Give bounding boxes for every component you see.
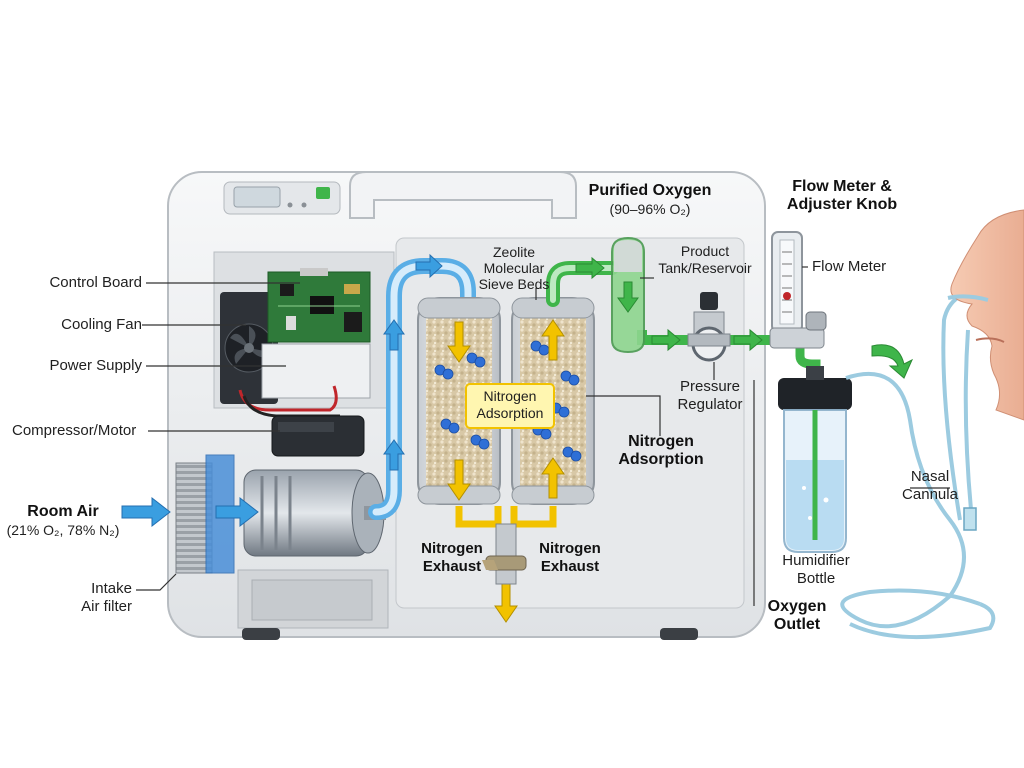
oxygen-flow-arrows [575,256,914,379]
purified-oxygen-title: Purified Oxygen [588,182,712,199]
knob-icon [769,231,827,349]
intake-filter-line1: Intake [91,580,132,597]
label-humidifier-bottle: Humidifier Bottle [770,552,862,588]
callout-lines [136,266,950,591]
gauge-icon [687,292,731,362]
nitrogen-flow-arrows [447,319,565,623]
nitrogen-adsorption-badge [465,383,555,429]
label-room-air: Room Air (21% O₂, 78% N₂) [4,503,122,539]
circuit-board-icon [267,268,371,343]
nose-icon [947,209,1024,421]
nasal-cannula-tubing [840,286,996,640]
air-tubing [368,258,476,520]
power-supply [238,343,371,418]
label-nasal-cannula: Nasal Cannula [892,468,968,504]
label-product-tank: Product Tank/Reservoir [652,243,758,277]
label-power-supply: Power Supply [49,357,142,374]
pressure-regulator-line2: Regulator [677,396,743,413]
label-cooling-fan: Cooling Fan [61,316,142,333]
exhaust-valve [482,523,527,585]
nitrogen-adsorption-right-line1: Nitrogen [628,433,694,450]
room-air-title: Room Air [27,503,99,520]
intake-filter-line2: Air filter [81,598,132,615]
zeolite-line1: Zeolite [492,244,536,260]
room-air-arrows [121,253,443,528]
label-flow-meter-knob: Flow Meter & Adjuster Knob [776,178,908,214]
nasal-cannula-line1: Nasal [910,468,950,485]
label-nitrogen-exhaust-left: Nitrogen Exhaust [412,540,492,576]
nitrogen-exhaust-right-line2: Exhaust [540,558,600,575]
nitrogen-exhaust-left-line1: Nitrogen [421,540,483,557]
flow-meter-knob-line2: Adjuster Knob [786,196,898,213]
label-nitrogen-adsorption-center: Nitrogen Adsorption [466,388,554,422]
humidifier-bottle [778,366,852,553]
label-compressor-motor: Compressor/Motor [12,422,137,439]
motor-icon [243,415,386,557]
zeolite-line2: Molecular [483,260,545,276]
nasal-cannula-line2: Cannula [902,486,958,503]
oxygen-outlet-line1: Oxygen [767,598,827,615]
nitrogen-exhaust-left-line2: Exhaust [422,558,482,575]
nitrogen-exhaust-right-line1: Nitrogen [539,540,601,557]
label-nitrogen-exhaust-right: Nitrogen Exhaust [530,540,610,576]
label-control-board: Control Board [49,274,142,291]
label-oxygen-outlet: Oxygen Outlet [758,598,836,634]
label-intake-filter: Intake Air filter [40,580,132,616]
product-tank-line2: Tank/Reservoir [658,260,752,276]
label-zeolite-sieve-beds: Zeolite Molecular Sieve Beds [466,244,562,292]
room-air-composition: (21% O₂, 78% N₂) [6,522,120,538]
flow-meter-knob-line1: Flow Meter & [792,178,892,195]
pressure-regulator-line1: Pressure [679,378,741,395]
oxygen-outlet-line2: Outlet [773,616,821,633]
humidifier-line2: Bottle [796,570,836,587]
oxygen-molecules [434,340,582,462]
label-nitrogen-adsorption-right: Nitrogen Adsorption [606,433,716,469]
label-pressure-regulator: Pressure Regulator [664,378,756,414]
label-flow-meter: Flow Meter [812,258,887,275]
purified-oxygen-sub: (90–96% O₂) [609,201,691,217]
humidifier-line1: Humidifier [782,552,850,569]
nitrogen-adsorption-center-line1: Nitrogen [483,388,537,404]
zeolite-line3: Sieve Beds [478,276,550,292]
nitrogen-adsorption-right-line2: Adsorption [618,451,704,468]
nitrogen-adsorption-center-line2: Adsorption [476,405,544,421]
label-purified-oxygen: Purified Oxygen (90–96% O₂) [570,182,730,218]
product-tank-line1: Product [680,243,730,259]
